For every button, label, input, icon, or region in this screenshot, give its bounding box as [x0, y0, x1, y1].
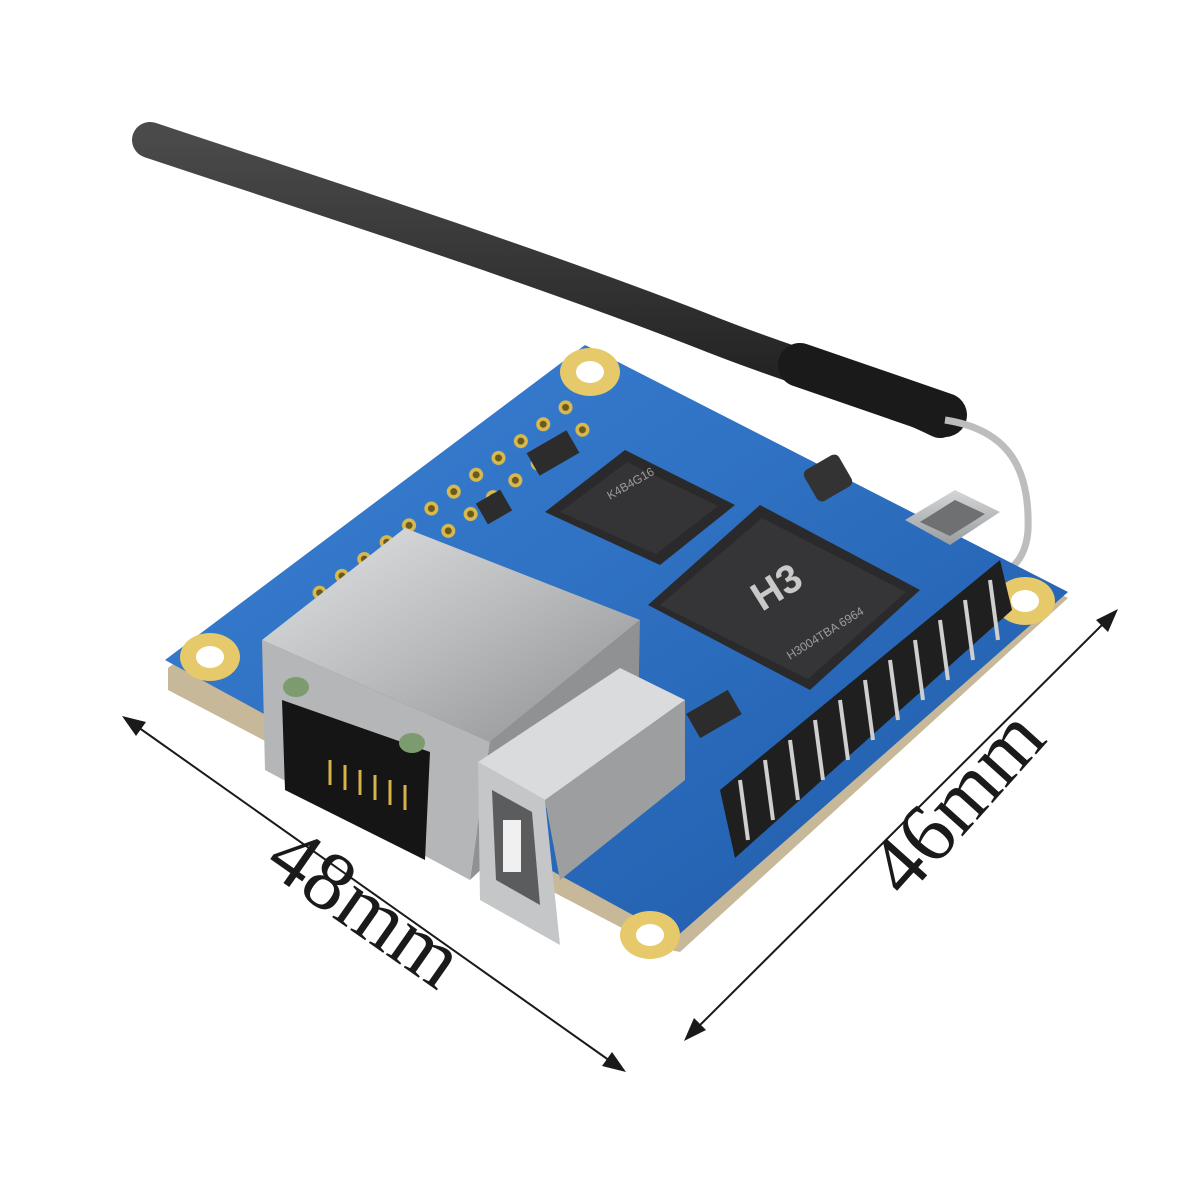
pin-header: [720, 560, 1012, 858]
mounting-holes: [180, 348, 1055, 959]
width-arrow-head-end: [602, 1052, 626, 1072]
small-ic-2: [686, 689, 742, 739]
height-arrow-line: [689, 614, 1113, 1036]
soc-chip: H3 H3004TBA 6964: [648, 505, 920, 690]
ethernet-led-right: [399, 733, 425, 753]
ethernet-led-left: [283, 677, 309, 697]
ethernet-socket: [282, 700, 430, 860]
inductor: [803, 454, 853, 502]
width-arrow-head-start: [122, 716, 146, 736]
height-arrow-head-end: [684, 1018, 706, 1041]
usb-a-port: [478, 668, 685, 945]
antenna-sleeve: [778, 343, 967, 437]
small-ic-1: [526, 430, 580, 476]
ram-chip: K4B4G16: [545, 450, 735, 565]
height-arrow-head-start: [1096, 609, 1118, 632]
micro-usb-port: [905, 490, 1000, 545]
small-ic-3: [475, 489, 513, 525]
width-arrow-line: [127, 719, 621, 1069]
